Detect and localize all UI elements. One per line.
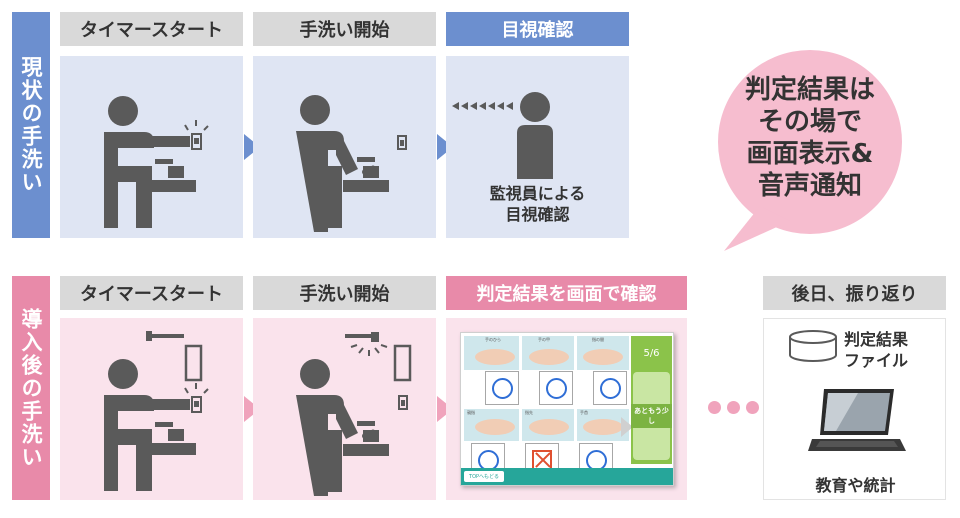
after-process-label-text: 導入後の手洗い (19, 307, 43, 469)
judgment-result-screen: 手のひら 手の甲 指の間 親指 指先 手首 5/6 (460, 332, 674, 486)
laptop-icon (808, 389, 906, 451)
after-step3-panel: 手のひら 手の甲 指の間 親指 指先 手首 5/6 (446, 318, 687, 500)
hand-step-caption: 手のひら (485, 337, 501, 342)
flow-arrow-icon (437, 134, 453, 160)
after-step4-header: 後日、振り返り (763, 276, 946, 310)
progress-count: 5/6 (643, 348, 660, 359)
flow-arrow-icon (244, 396, 260, 422)
flow-arrow-icon (244, 134, 260, 160)
result-ok-cell (593, 371, 627, 405)
after-step4-panel: 判定結果 ファイル 教育や統計 (763, 318, 946, 500)
hand-step-caption: 指先 (525, 410, 533, 415)
education-statistics-caption: 教育や統計 (815, 476, 896, 495)
flow-arrow-icon (437, 396, 453, 422)
current-process-label-text: 現状の手洗い (19, 56, 43, 194)
current-step3-panel: 監視員による 目視確認 (446, 56, 629, 238)
hand-illustration-icon (475, 349, 623, 365)
encouragement-message: あともう少し (631, 404, 672, 428)
bottom-bar (461, 468, 673, 485)
speech-bubble-shape (718, 50, 902, 251)
ellipsis-dots (708, 401, 760, 415)
dot (727, 401, 740, 414)
current-step3-header: 目視確認 (446, 12, 629, 46)
after-step2-header: 手洗い開始 (253, 276, 436, 310)
hand-illustration-icon (475, 419, 623, 435)
person-pressing-timer-icon (104, 96, 209, 228)
result-file-label: 判定結果 ファイル (844, 330, 909, 370)
person-washing-hands-icon (296, 95, 407, 232)
hand-step-caption: 手首 (580, 410, 588, 415)
current-step2-panel (253, 56, 436, 238)
after-step1-header: タイマースタート (60, 276, 243, 310)
dot (746, 401, 759, 414)
database-file-icon (789, 330, 837, 362)
current-step1-panel (60, 56, 243, 238)
speech-bubble-text: 判定結果は その場で 画面表示& 音声通知 (744, 75, 875, 201)
person-pressing-sensor-timer-icon (104, 331, 209, 491)
progress-panel: 5/6 あともう少し (631, 336, 672, 464)
after-step1-panel (60, 318, 243, 500)
result-ok-cell (485, 371, 519, 405)
dot (708, 401, 721, 414)
current-process-side-label: 現状の手洗い (12, 12, 50, 238)
person-washing-under-sensor-icon (296, 332, 412, 496)
ok-circle-icon (599, 377, 621, 399)
current-step3-caption: 監視員による 目視確認 (489, 184, 586, 224)
top-button-label: TOPへもどる (469, 474, 499, 480)
ok-circle-icon (545, 377, 567, 399)
ng-cross-icon (532, 450, 552, 470)
result-ok-cell (539, 371, 573, 405)
hand-step-caption: 指の間 (592, 337, 604, 342)
after-step2-panel (253, 318, 436, 500)
watcher-eye-arrows-icon (452, 92, 553, 179)
top-button[interactable]: TOPへもどる (464, 471, 504, 482)
next-arrow-icon (621, 417, 633, 437)
current-step2-header: 手洗い開始 (253, 12, 436, 46)
hand-step-caption: 手の甲 (538, 337, 550, 342)
ok-circle-icon (491, 377, 513, 399)
after-process-side-label: 導入後の手洗い (12, 276, 50, 500)
current-step1-header: タイマースタート (60, 12, 243, 46)
hand-step-caption: 親指 (467, 410, 475, 415)
after-step3-header: 判定結果を画面で確認 (446, 276, 687, 310)
